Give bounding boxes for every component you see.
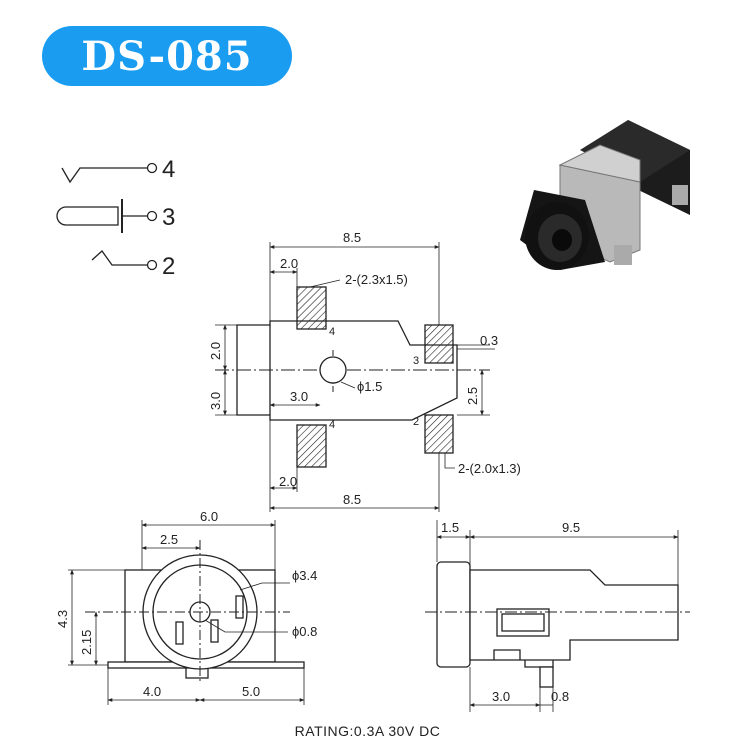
pin-label-3: 3 xyxy=(162,204,175,231)
pad-label-4-bottom: 4 xyxy=(329,419,335,431)
dim-top-width: 8.5 xyxy=(343,230,361,245)
dim-tab-width: 0.8 xyxy=(551,689,569,704)
top-view xyxy=(215,242,495,512)
pad-4-top xyxy=(296,286,327,330)
jack-photo xyxy=(520,120,690,270)
locating-hole xyxy=(319,356,347,384)
dim-right-span: 2.5 xyxy=(465,387,480,405)
dim-pin-diameter: ϕ0.8 xyxy=(292,624,317,639)
dim-hole-offset: 3.0 xyxy=(290,389,308,404)
front-view xyxy=(68,520,305,705)
pin4-contact xyxy=(61,167,148,184)
dim-bottom-width: 8.5 xyxy=(343,492,361,507)
pad-2 xyxy=(424,414,454,454)
side-view xyxy=(425,520,690,712)
pin-label-2: 2 xyxy=(162,253,175,280)
pin4-terminal xyxy=(146,162,158,174)
pin2-contact xyxy=(91,250,148,266)
dim-tab-offset: 3.0 xyxy=(492,689,510,704)
dim-pad-offset-top: 2.0 xyxy=(280,256,298,271)
title: DS-085 xyxy=(81,32,253,80)
dim-front-width: 6.0 xyxy=(200,509,218,524)
dim-gap: 0.3 xyxy=(480,333,498,348)
dim-left-upper: 2.0 xyxy=(208,342,223,360)
pin2-terminal xyxy=(146,259,158,271)
front-contact-left xyxy=(175,621,184,645)
plug-pin xyxy=(56,206,119,226)
pad-label-4-top: 4 xyxy=(329,326,335,338)
rating-text: RATING:0.3A 30V DC xyxy=(294,723,441,739)
schematic-symbol xyxy=(56,162,158,271)
pad-3 xyxy=(424,324,454,364)
dim-pad2-spec: 2-(2.0x1.3) xyxy=(458,461,521,476)
dim-left-lower: 3.0 xyxy=(208,392,223,410)
dim-outer-diameter: ϕ3.4 xyxy=(292,568,317,583)
side-body xyxy=(469,569,679,661)
pin3-terminal xyxy=(146,210,158,222)
dim-center-height: 2.15 xyxy=(79,630,94,655)
dim-front-center-offset: 2.5 xyxy=(160,532,178,547)
dim-bottom-left: 4.0 xyxy=(143,684,161,699)
pin-label-4: 4 xyxy=(162,156,175,183)
front-contact-top xyxy=(235,595,244,619)
dim-bottom-right: 5.0 xyxy=(242,684,260,699)
side-flange xyxy=(436,561,471,668)
pad-label-3: 3 xyxy=(413,355,419,367)
dim-pad-offset-bottom: 2.0 xyxy=(279,474,297,489)
dim-pad4-spec: 2-(2.3x1.5) xyxy=(345,272,408,287)
front-contact-right xyxy=(210,619,219,643)
pad-label-2: 2 xyxy=(413,416,419,428)
title-badge: DS-085 xyxy=(42,26,292,86)
side-tab xyxy=(539,666,554,688)
pad-4-bottom xyxy=(296,424,327,468)
dim-front-height: 4.3 xyxy=(55,610,70,628)
dim-hole-diameter: ϕ1.5 xyxy=(357,379,382,394)
dim-side-length: 9.5 xyxy=(562,520,580,535)
dim-flange: 1.5 xyxy=(441,520,459,535)
